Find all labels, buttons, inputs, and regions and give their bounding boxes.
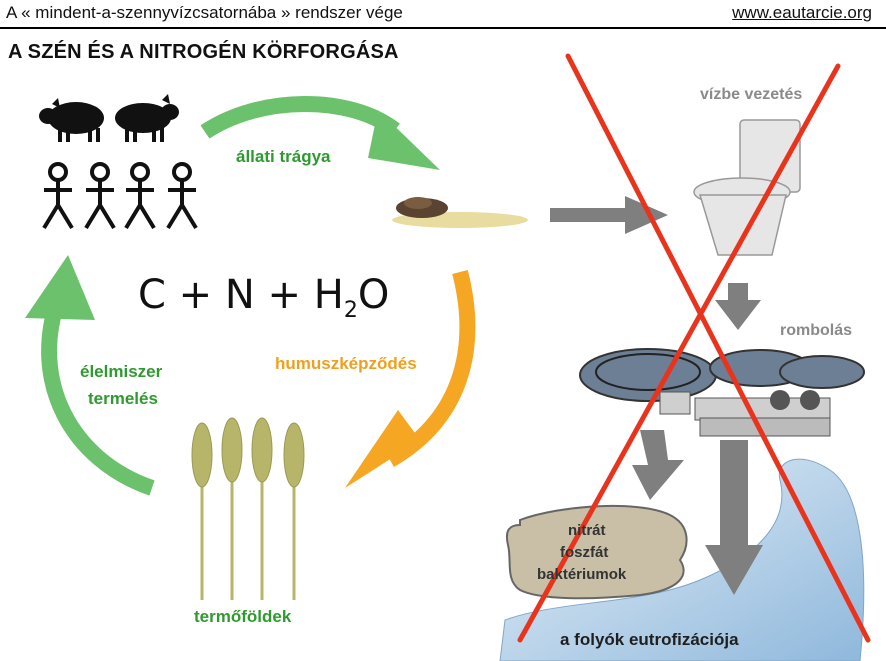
formula: C + N + H2O: [138, 272, 389, 323]
toilet-icon: [693, 119, 801, 256]
manure-label: állati trágya: [236, 147, 331, 166]
manure-icon: [392, 197, 528, 228]
person-icon: [42, 162, 74, 230]
gray-arrow-down-2: [632, 430, 684, 500]
fields-label: termőföldek: [194, 607, 292, 626]
gray-arrow-down-1: [715, 283, 761, 330]
pollutant-label-bacteria: baktériumok: [537, 566, 627, 583]
formula-tail: O: [357, 272, 390, 318]
red-cross-icon: [517, 53, 871, 643]
person-icon: [124, 162, 156, 230]
pollutant-blob: [505, 504, 688, 600]
pig-icon: [115, 94, 179, 142]
eutrophication-label: a folyók eutrofizációja: [560, 630, 739, 649]
pollutant-label-phosphate: foszfát: [560, 544, 609, 561]
pig-icon: [39, 98, 104, 142]
formula-subscript: 2: [343, 298, 358, 323]
person-icon: [84, 162, 116, 230]
gray-arrow-right: [550, 196, 668, 234]
humus-arrow: [345, 270, 476, 488]
river: [499, 458, 865, 661]
wheat-icon: [191, 417, 305, 600]
food-label-line1: élelmiszer: [80, 362, 163, 381]
page-title: A SZÉN ÉS A NITROGÉN KÖRFORGÁSA: [8, 41, 399, 63]
gray-arrow-down-3: [705, 440, 763, 595]
site-link[interactable]: www.eautarcie.org: [732, 3, 872, 22]
treatment-plant-icon: [579, 348, 865, 437]
humus-label: humuszképződés: [275, 354, 417, 373]
header-title: A « mindent-a-szennyvízcsatornába » rend…: [6, 3, 403, 22]
formula-main: C + N + H: [138, 272, 344, 318]
food-label-line2: termelés: [88, 389, 158, 408]
pollutant-label-nitrate: nitrát: [568, 522, 606, 539]
manure-arrow: [200, 96, 440, 170]
destruction-label: rombolás: [780, 322, 853, 339]
header-bar: A « mindent-a-szennyvízcsatornába » rend…: [0, 0, 886, 29]
person-icon: [166, 162, 198, 230]
food-arrow: [25, 255, 155, 496]
water-discharge-label: vízbe vezetés: [700, 86, 803, 103]
